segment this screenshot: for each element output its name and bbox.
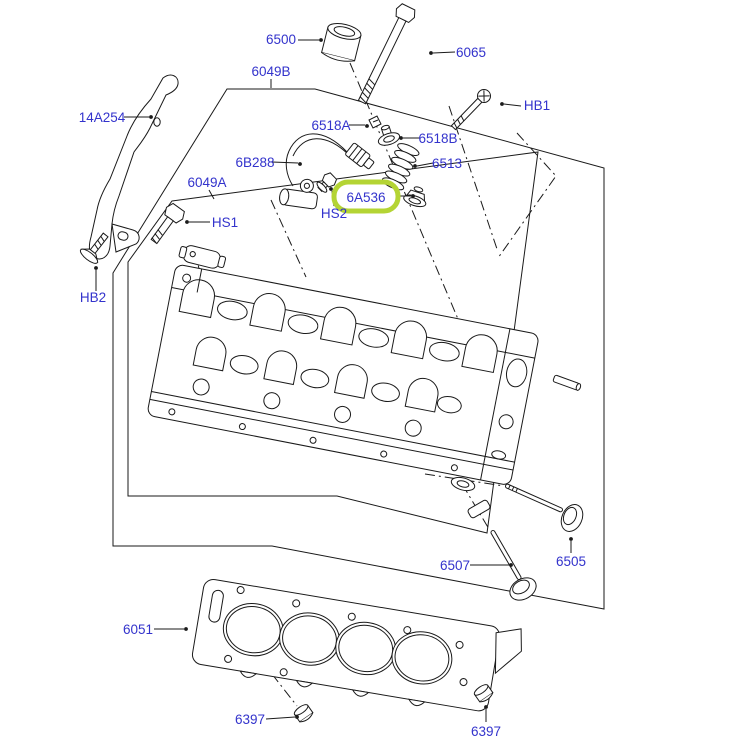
head-bolt-6065-drawing (357, 3, 416, 105)
part-label-6505[interactable]: 6505 (556, 554, 586, 569)
part-label-14a254[interactable]: 14A254 (79, 110, 126, 125)
part-label-6513[interactable]: 6513 (432, 156, 462, 171)
valve-6505-drawing (505, 483, 584, 532)
part-label-6518b[interactable]: 6518B (418, 131, 457, 146)
retainer-6518b-drawing (377, 124, 401, 146)
camshaft-sensor-drawing (279, 133, 375, 210)
part-label-6397-right[interactable]: 6397 (471, 724, 501, 739)
valve-seal-6a536-drawing (403, 186, 427, 208)
part-label-6051[interactable]: 6051 (123, 622, 153, 637)
hs2-bolt-drawing (316, 172, 338, 193)
bracket-drawing (88, 74, 179, 260)
dowel-6397-left-drawing (293, 704, 314, 723)
part-label-hs2[interactable]: HS2 (321, 206, 347, 221)
part-label-6500[interactable]: 6500 (266, 32, 296, 47)
part-label-hs1[interactable]: HS1 (212, 215, 238, 230)
part-label-6518a[interactable]: 6518A (311, 118, 350, 133)
leader-lines (94, 38, 573, 722)
part-label-6397-left[interactable]: 6397 (235, 712, 265, 727)
dowel-pin-drawing (552, 374, 582, 391)
part-label-6065[interactable]: 6065 (456, 45, 486, 60)
collet-6518a-drawing (368, 115, 382, 129)
part-label-6a536[interactable]: 6A536 (346, 190, 385, 205)
inner-boundary-6049a (127, 151, 539, 534)
part-label-hb2[interactable]: HB2 (80, 290, 106, 305)
highlight-ring (331, 179, 401, 214)
part-label-hb1[interactable]: HB1 (524, 98, 550, 113)
part-label-6049a[interactable]: 6049A (187, 175, 226, 190)
part-label-6b288[interactable]: 6B288 (235, 155, 274, 170)
part-label-6507[interactable]: 6507 (440, 558, 470, 573)
cylinder-head-drawing (147, 264, 539, 485)
part-label-6049b[interactable]: 6049B (251, 64, 290, 79)
tappet-drawing (320, 22, 362, 62)
valve-6507-drawing (450, 476, 537, 601)
head-gasket-drawing (191, 579, 522, 712)
dowel-6397-right-drawing (473, 684, 494, 703)
hs1-bolt-drawing (150, 202, 185, 245)
bearing-cap-drawing (178, 245, 227, 269)
hb1-bolt-drawing (450, 89, 491, 131)
hb2-bolt-drawing (79, 232, 109, 264)
